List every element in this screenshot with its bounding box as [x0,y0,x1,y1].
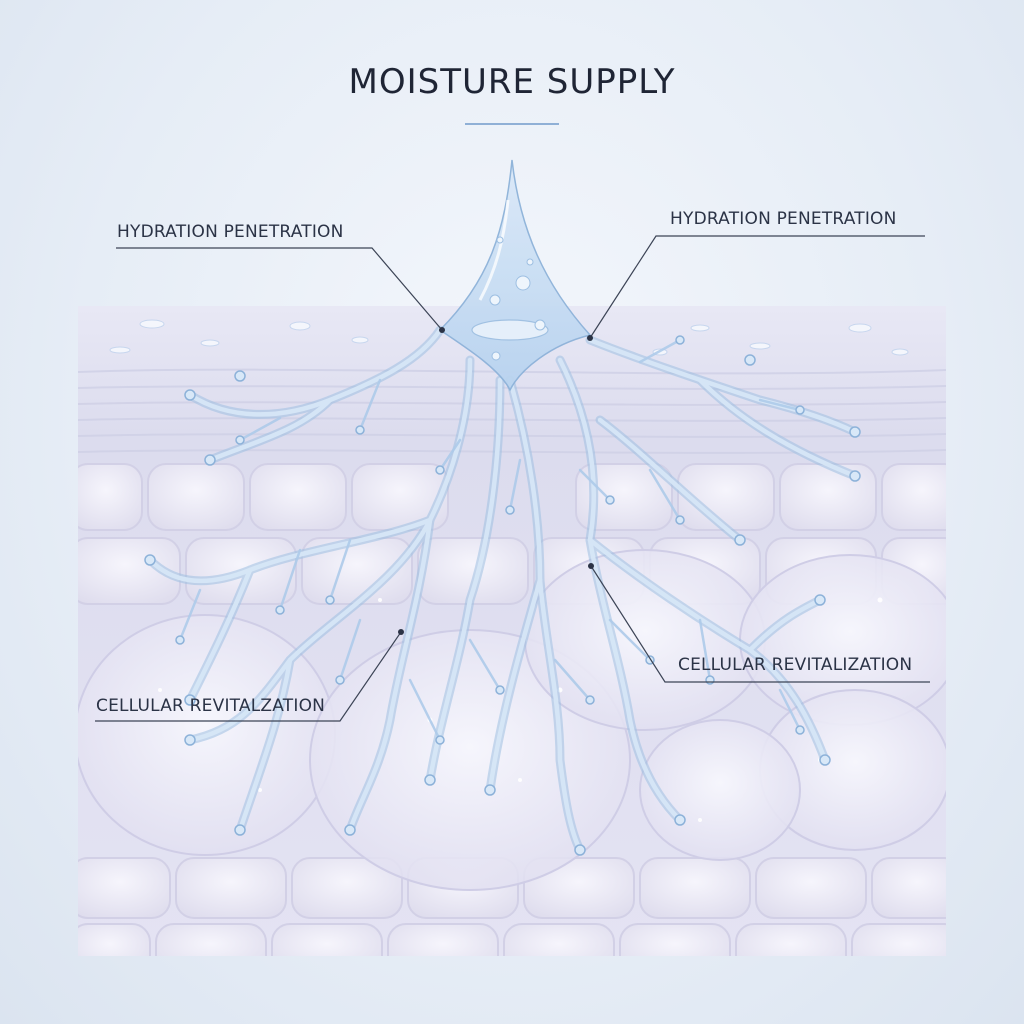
leader-dots [398,327,594,635]
diagram-title: MOISTURE SUPPLY [348,62,676,102]
label-hydration-penetration-left: HYDRATION PENETRATION [117,222,344,242]
hydration-channels [144,325,861,856]
water-droplet-icon [438,159,592,392]
leader-lines [95,235,930,722]
surface-bubbles [109,319,909,356]
revitalized-cells [78,549,946,891]
label-cellular-revitalization-left: CELLULAR REVITALZATION [96,696,326,716]
title-underline [465,123,559,125]
label-cellular-revitalization-right: CELLULAR REVITALIZATION [678,655,913,675]
label-hydration-penetration-right: HYDRATION PENETRATION [670,209,897,229]
